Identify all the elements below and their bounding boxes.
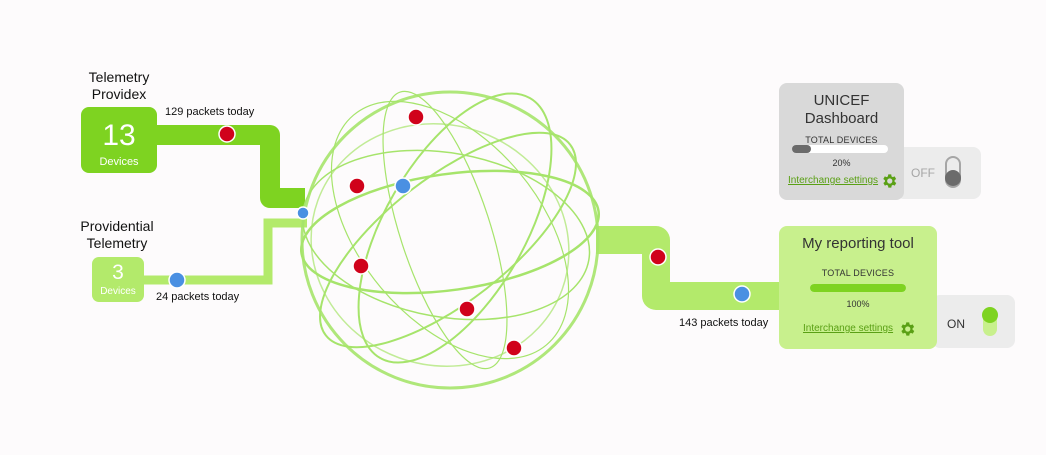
- toggle-panel-unicef: OFF: [896, 147, 981, 199]
- progress-fill: [810, 284, 906, 292]
- device-count: 13: [102, 119, 136, 152]
- device-unit: Devices: [100, 286, 136, 297]
- toggle-switch-unicef[interactable]: [943, 156, 965, 190]
- progress-bar-reporting: [810, 284, 906, 292]
- destination-card-reporting: My reporting tool TOTAL DEVICES 100% Int…: [779, 226, 937, 349]
- toggle-label: ON: [947, 317, 965, 331]
- source-title-providential-telemetry: Providential Telemetry: [72, 218, 162, 252]
- packet-blue: [296, 206, 310, 220]
- packet-red: [407, 108, 425, 126]
- toggle-label: OFF: [911, 166, 935, 180]
- packet-red: [348, 177, 366, 195]
- packets-label-telemetry-providex: 129 packets today: [165, 106, 255, 118]
- source-title-line1: Providential: [80, 218, 154, 234]
- destination-title: UNICEF Dashboard: [779, 92, 904, 128]
- packet-red: [458, 300, 476, 318]
- network-sphere: [299, 90, 601, 390]
- device-unit: Devices: [99, 156, 139, 168]
- packet-blue: [394, 177, 412, 195]
- output-pipe: [596, 226, 782, 310]
- packet-red: [649, 248, 667, 266]
- progress-percent: 20%: [832, 158, 851, 168]
- toggle-panel-reporting: ON: [932, 295, 1015, 348]
- source-title-line1: Telemetry: [88, 69, 150, 85]
- source-pipe-telemetry-providex: [150, 125, 305, 208]
- packet-blue: [168, 271, 186, 289]
- destination-title: My reporting tool: [802, 235, 914, 252]
- packets-label-output: 143 packets today: [679, 317, 769, 329]
- packets: [168, 108, 751, 357]
- interchange-settings-link-reporting[interactable]: Interchange settings: [803, 323, 894, 334]
- toggle-switch-reporting[interactable]: [980, 305, 1002, 339]
- progress-bar-unicef: [792, 145, 888, 153]
- destination-card-unicef: UNICEF Dashboard TOTAL DEVICES 20% Inter…: [779, 83, 904, 200]
- source-title-telemetry-providex: Telemetry Providex: [74, 69, 164, 103]
- packet-blue: [733, 285, 751, 303]
- packet-red: [352, 257, 370, 275]
- source-box-telemetry-providex[interactable]: 13 Devices: [81, 107, 157, 173]
- progress-percent: 100%: [846, 299, 870, 309]
- total-devices-label: TOTAL DEVICES: [821, 268, 895, 278]
- source-title-line2: Providex: [91, 86, 147, 102]
- gear-icon[interactable]: [898, 320, 916, 338]
- source-pipe-providential-telemetry: [138, 218, 307, 285]
- source-title-line2: Telemetry: [86, 235, 148, 251]
- gear-icon[interactable]: [880, 172, 898, 190]
- packet-red: [505, 339, 523, 357]
- packets-label-providential-telemetry: 24 packets today: [156, 291, 240, 303]
- interchange-settings-link-unicef[interactable]: Interchange settings: [788, 175, 879, 186]
- progress-fill: [792, 145, 812, 153]
- destination-title-line1: UNICEF: [813, 92, 870, 109]
- packet-red: [218, 125, 236, 143]
- device-count: 3: [112, 261, 124, 284]
- destination-title-line2: Dashboard: [804, 110, 879, 127]
- total-devices-label: TOTAL DEVICES: [805, 135, 878, 145]
- source-box-providential-telemetry[interactable]: 3 Devices: [92, 257, 144, 302]
